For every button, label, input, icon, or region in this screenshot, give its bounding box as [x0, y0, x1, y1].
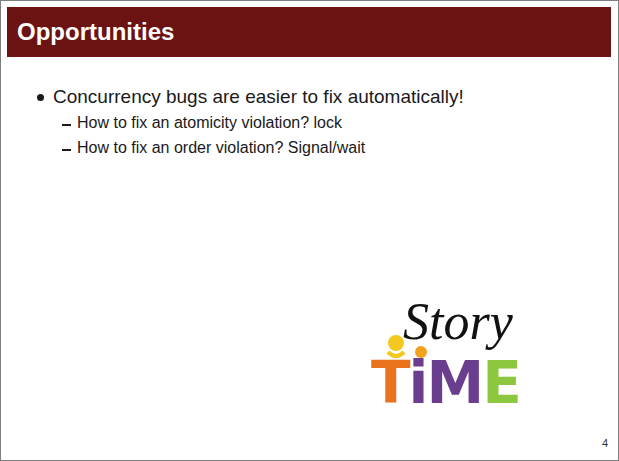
logo-story: Story	[403, 293, 513, 351]
logo-time: TiME	[371, 353, 520, 413]
logo-letter: T	[371, 349, 409, 417]
figure-head	[388, 335, 404, 351]
sub-bullet-dash	[62, 149, 71, 151]
page-number: 4	[602, 436, 608, 450]
bullet-text: Concurrency bugs are easier to fix autom…	[53, 85, 464, 109]
sub-bullet-text: How to fix an order violation? Signal/wa…	[77, 138, 365, 158]
sub-bullet-dash	[62, 124, 71, 126]
sub-bullet-text: How to fix an atomicity violation? lock	[77, 113, 342, 133]
logo-letter: i	[409, 349, 427, 417]
logo-letter: E	[482, 349, 520, 417]
bullet-dot	[37, 94, 44, 101]
slide-title: Opportunities	[17, 17, 174, 47]
logo-letter: M	[426, 349, 482, 417]
